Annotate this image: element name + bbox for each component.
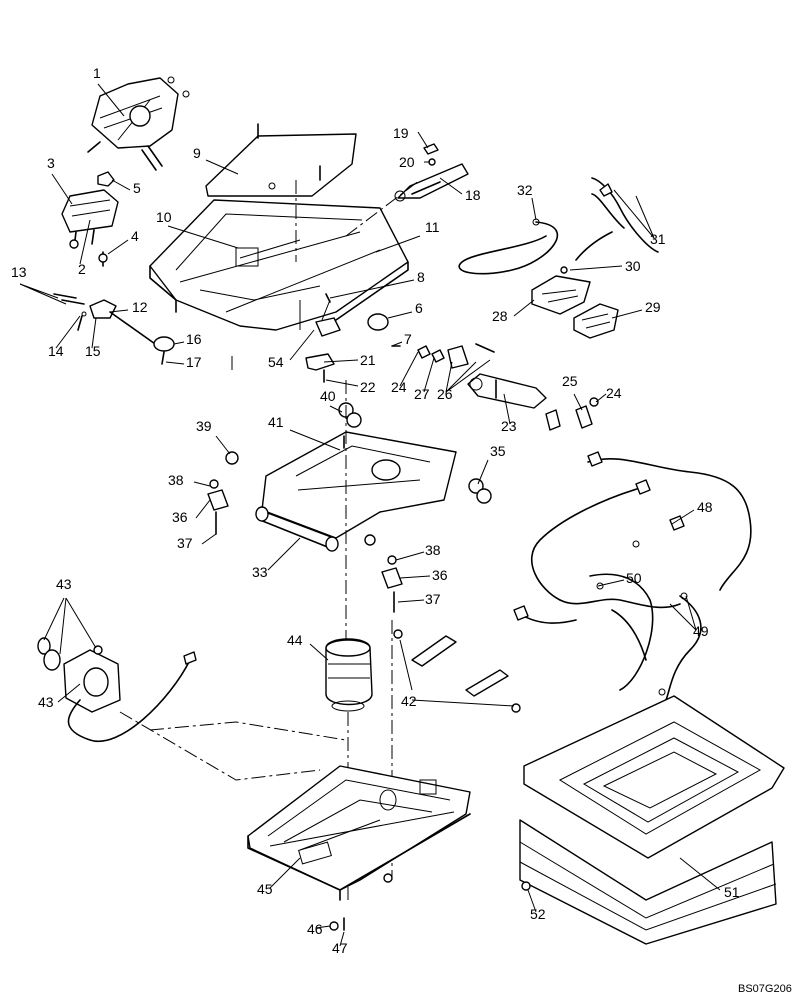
part-28-switch-box	[531, 266, 591, 315]
callout-c38a: 38	[168, 472, 184, 488]
callout-c50: 50	[626, 570, 642, 586]
callout-c4: 4	[131, 228, 139, 244]
callout-c9: 9	[193, 145, 201, 161]
part-26-bracket	[417, 343, 495, 369]
callout-c3: 3	[47, 155, 55, 171]
callout-c24b: 24	[606, 385, 622, 401]
part-31-harness	[575, 177, 659, 261]
callout-c25: 25	[562, 373, 578, 389]
part-1-mechanism	[87, 76, 190, 171]
part-21-bracket	[305, 353, 335, 383]
callout-c7: 7	[404, 331, 412, 347]
dashed-reference-lines	[119, 179, 421, 900]
callout-c33: 33	[252, 564, 268, 580]
part-44-air-spring	[325, 638, 373, 712]
part-12-15-linkage	[53, 293, 159, 347]
part-36-block-right	[381, 555, 403, 613]
callout-c11: 11	[425, 219, 440, 235]
callout-c15: 15	[85, 343, 101, 359]
part-48-wiring-harness	[513, 451, 752, 701]
callout-c46: 46	[307, 921, 323, 937]
callout-c43b: 43	[38, 694, 54, 710]
callout-c42: 42	[401, 693, 417, 709]
callout-c31: 31	[650, 231, 666, 247]
leader-lines	[19, 83, 721, 947]
callout-c32: 32	[517, 182, 533, 198]
part-43-compressor	[37, 637, 197, 743]
callout-c29: 29	[645, 299, 661, 315]
part-32-cable	[458, 218, 559, 275]
callout-c16: 16	[186, 331, 202, 347]
part-54-bracket	[315, 317, 341, 337]
part-18-gas-spring	[394, 143, 469, 202]
part-45-base-frame	[247, 765, 471, 931]
drawing-code: BS07G206	[738, 983, 792, 995]
part-25-bushing	[575, 397, 599, 429]
callout-c52: 52	[530, 906, 546, 922]
callout-c35: 35	[490, 443, 506, 459]
callout-c8: 8	[417, 269, 425, 285]
callout-c26: 26	[437, 386, 453, 402]
callout-c17: 17	[186, 354, 202, 370]
callout-c20: 20	[399, 154, 415, 170]
callout-c22: 22	[360, 379, 376, 395]
callout-c23: 23	[501, 418, 517, 434]
callout-c39: 39	[196, 418, 212, 434]
callout-c12: 12	[132, 299, 148, 315]
part-42-tubes	[393, 629, 521, 713]
callout-c44: 44	[287, 632, 303, 648]
callout-c1: 1	[93, 65, 101, 81]
callout-c28: 28	[492, 308, 508, 324]
callout-c40: 40	[320, 388, 336, 404]
callout-c6: 6	[415, 300, 423, 316]
part-51-seat-cover	[519, 695, 785, 945]
part-3-bracket	[61, 171, 119, 267]
part-23-damper	[467, 373, 561, 431]
callout-c19: 19	[393, 125, 409, 141]
callout-c36a: 36	[172, 509, 188, 525]
callout-c24a: 24	[391, 379, 407, 395]
callout-c45: 45	[257, 881, 273, 897]
callout-c54: 54	[268, 354, 284, 370]
callout-c13: 13	[11, 264, 27, 280]
callout-c48: 48	[697, 499, 713, 515]
callout-c14: 14	[48, 343, 64, 359]
part-16-knob	[153, 336, 175, 365]
callout-c30: 30	[625, 258, 641, 274]
callout-c27: 27	[414, 386, 430, 402]
callout-c43a: 43	[56, 576, 72, 592]
callout-c10: 10	[156, 209, 172, 225]
callout-c37b: 37	[425, 591, 441, 607]
callout-c37a: 37	[177, 535, 193, 551]
callout-c41: 41	[268, 414, 284, 430]
part-11-seat-frame	[149, 199, 409, 331]
part-36-block-left	[207, 479, 229, 535]
callout-c47: 47	[332, 940, 348, 956]
callout-c21: 21	[360, 352, 376, 368]
callout-c36b: 36	[432, 567, 448, 583]
callout-c51: 51	[724, 884, 740, 900]
callout-c18: 18	[465, 187, 481, 203]
callout-c2: 2	[78, 261, 86, 277]
part-29-pad	[573, 303, 619, 339]
callout-c38b: 38	[425, 542, 441, 558]
part-33-suspension	[225, 402, 492, 552]
callout-c49: 49	[693, 623, 709, 639]
callout-c5: 5	[133, 180, 141, 196]
